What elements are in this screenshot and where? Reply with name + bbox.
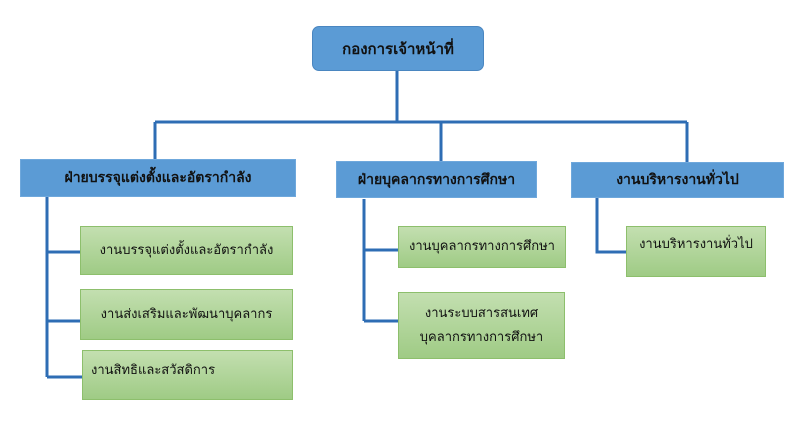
dept-label: ฝ่ายบรรจุแต่งตั้งและอัตรากำลัง (64, 170, 252, 186)
unit-box: งานระบบสารสนเทศ บุคลากรทางการศึกษา (398, 292, 565, 359)
unit-label: งานระบบสารสนเทศ บุคลากรทางการศึกษา (419, 305, 544, 345)
root-label: กองการเจ้าหน้าที่ (342, 39, 454, 58)
dept2-spine (362, 199, 398, 323)
dept-box-recruitment: ฝ่ายบรรจุแต่งตั้งและอัตรากำลัง (20, 159, 296, 197)
unit-label: งานบริหารงานทั่วไป (639, 237, 753, 252)
unit-box: งานส่งเสริมและพัฒนาบุคลากร (80, 289, 293, 340)
unit-label: งานสิทธิและสวัสดิการ (91, 363, 216, 378)
unit-label: งานบรรจุแต่งตั้งและอัตรากำลัง (99, 242, 274, 258)
unit-box: งานบริหารงานทั่วไป (626, 226, 766, 277)
unit-box: งานบรรจุแต่งตั้งและอัตรากำลัง (80, 226, 293, 275)
unit-label: งานส่งเสริมและพัฒนาบุคลากร (100, 306, 273, 322)
root-box: กองการเจ้าหน้าที่ (312, 26, 484, 71)
dept1-spine (45, 197, 82, 379)
dept-label: ฝ่ายบุคลากรทางการศึกษา (357, 171, 516, 188)
unit-label: งานบุคลากรทางการศึกษา (409, 239, 555, 254)
unit-box: งานสิทธิและสวัสดิการ (82, 350, 293, 400)
unit-box: งานบุคลากรทางการศึกษา (398, 226, 566, 268)
dept3-spine (595, 197, 626, 254)
dept-label: งานบริหารงานทั่วไป (616, 172, 739, 188)
dept-box-education-personnel: ฝ่ายบุคลากรทางการศึกษา (336, 161, 537, 198)
dept-box-general-admin: งานบริหารงานทั่วไป (571, 162, 784, 198)
